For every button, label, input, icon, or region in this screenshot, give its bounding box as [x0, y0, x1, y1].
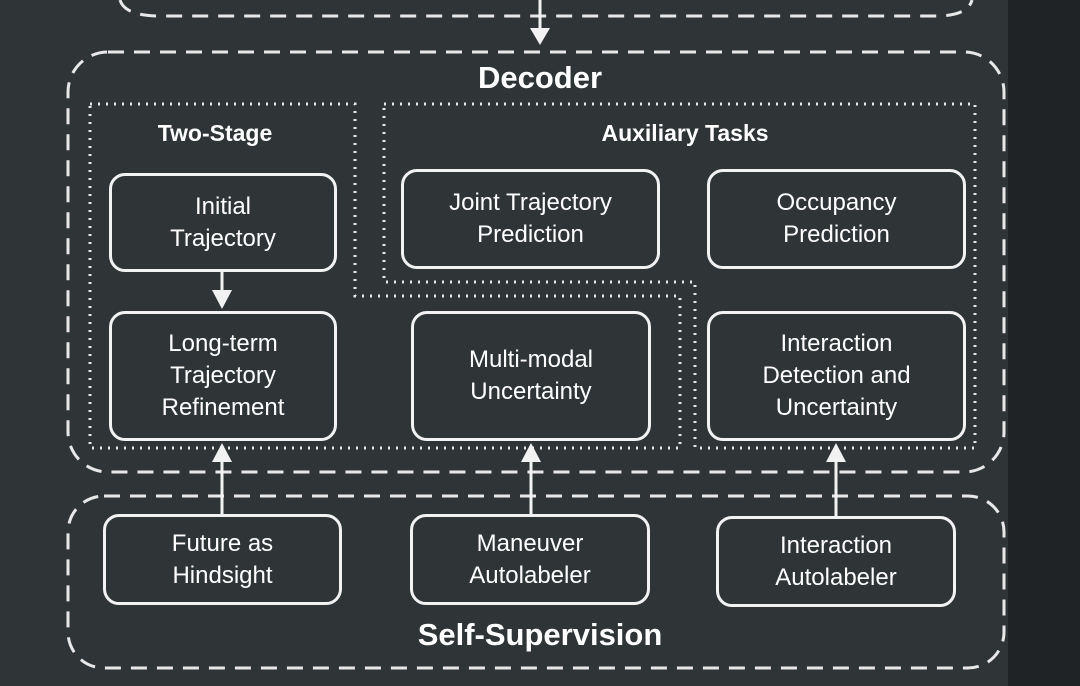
self-supervision-container	[66, 494, 1006, 670]
future-hindsight-box: Future as Hindsight	[103, 514, 342, 605]
multimodal-label: Multi-modal Uncertainty	[468, 346, 594, 405]
initial-trajectory-box: Initial Trajectory	[109, 173, 337, 272]
decoder-container	[66, 50, 1006, 474]
interaction-autolabeler-box: Interaction Autolabeler	[716, 516, 956, 607]
joint-trajectory-box: Joint Trajectory Prediction	[401, 169, 660, 269]
maneuver-autolabeler-label: Maneuver Autolabeler	[469, 529, 591, 589]
joint-trajectory-label: Joint Trajectory Prediction	[449, 189, 612, 248]
two-stage-title: Two-Stage	[157, 120, 273, 146]
self-supervision-title: Self-Supervision	[417, 617, 663, 652]
two-stage-region	[88, 102, 682, 450]
arrow-initial-to-refinement-head	[212, 290, 232, 309]
arrow-maneuver-to-multimodal-head	[521, 443, 541, 462]
auxiliary-tasks-title: Auxiliary Tasks	[601, 120, 769, 146]
multimodal-box: Multi-modal Uncertainty	[411, 311, 651, 441]
initial-trajectory-label: Initial Trajectory	[170, 192, 276, 252]
decoder-title: Decoder	[477, 60, 603, 95]
future-hindsight-label: Future as Hindsight	[171, 529, 274, 589]
interaction-autolabeler-label: Interaction Autolabeler	[775, 531, 897, 591]
arrow-into-decoder-head	[530, 28, 550, 45]
maneuver-autolabeler-box: Maneuver Autolabeler	[410, 514, 650, 605]
arrow-future-to-refinement-head	[212, 443, 232, 462]
interaction-detection-label: Interaction Detection and Uncertainty	[762, 330, 911, 421]
interaction-detection-box: Interaction Detection and Uncertainty	[707, 311, 966, 441]
refinement-box: Long-term Trajectory Refinement	[109, 311, 337, 441]
refinement-label: Long-term Trajectory Refinement	[161, 330, 285, 421]
upstream-container	[118, 0, 974, 18]
occupancy-label: Occupancy Prediction	[776, 189, 897, 248]
occupancy-box: Occupancy Prediction	[707, 169, 966, 269]
arrow-interaction-to-detection-head	[826, 443, 846, 462]
right-dark-strip	[1008, 0, 1080, 686]
